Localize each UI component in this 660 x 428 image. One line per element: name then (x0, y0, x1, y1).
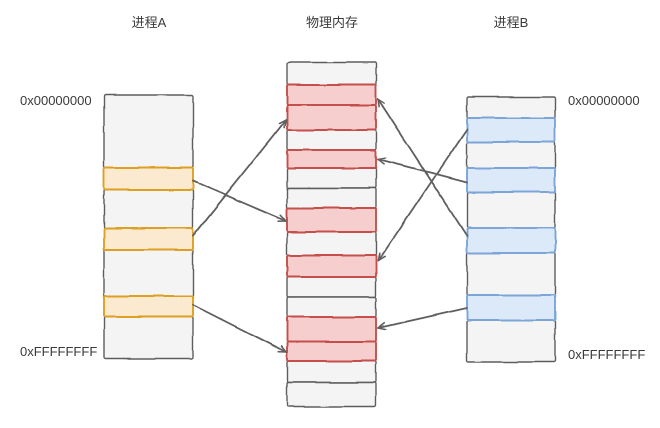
arrow-a-page2-to-frame (192, 119, 287, 237)
process-b-mapped-row (466, 117, 556, 143)
process-b-row (466, 191, 556, 229)
process-b-mapped-row (466, 227, 556, 254)
process-a-mapped-row (103, 295, 194, 318)
physical-memory-row (286, 167, 377, 189)
process-a-mapped-row (103, 167, 194, 191)
physical-memory-row (286, 296, 377, 318)
arrow-a-page3-to-frame (192, 304, 287, 353)
physical-memory-row (286, 231, 377, 256)
process-b-row (466, 252, 556, 296)
physical-memory-mapped-row (286, 341, 377, 362)
physical-memory-row (286, 61, 377, 86)
column-physical-memory (286, 61, 377, 408)
process-b-row (466, 96, 556, 119)
process-a-title: 进程A (131, 15, 167, 30)
arrow-b-page2-to-frame (377, 159, 468, 183)
process-a-row (103, 316, 194, 360)
column-process-a (103, 94, 194, 360)
physical-memory-mapped-row (286, 104, 377, 131)
process-b-end-address: 0xFFFFFFFF (568, 347, 646, 362)
process-a-end-address: 0xFFFFFFFF (20, 344, 98, 359)
process-b-row (466, 319, 556, 363)
process-b-mapped-row (466, 294, 556, 321)
physical-memory-mapped-row (286, 316, 377, 343)
process-a-row (103, 94, 194, 169)
physical-memory-row (286, 381, 377, 408)
process-a-row (103, 249, 194, 297)
physical-memory-mapped-row (286, 254, 377, 278)
physical-memory-row (286, 360, 377, 383)
arrow-a-page1-to-frame (192, 180, 287, 221)
process-a-mapped-row (103, 227, 194, 251)
physical-memory-row (286, 129, 377, 151)
process-b-start-address: 0x00000000 (568, 93, 640, 108)
arrow-b-page4-to-frame (377, 307, 468, 328)
mapping-arrows (192, 98, 468, 353)
process-a-row (103, 189, 194, 229)
physical-memory-mapped-row (286, 84, 377, 106)
physical-memory-mapped-row (286, 149, 377, 169)
physical-memory-mapped-row (286, 207, 377, 233)
process-b-row (466, 141, 556, 169)
arrow-b-page1-to-frame (377, 128, 468, 262)
process-b-mapped-row (466, 167, 556, 193)
process-a-start-address: 0x00000000 (20, 93, 92, 108)
physical-memory-title: 物理内存 (305, 15, 358, 30)
physical-memory-row (286, 187, 377, 209)
column-process-b (466, 96, 556, 363)
arrow-b-page3-to-frame (377, 98, 468, 237)
process-b-title: 进程B (493, 15, 529, 30)
physical-memory-row (286, 276, 377, 298)
